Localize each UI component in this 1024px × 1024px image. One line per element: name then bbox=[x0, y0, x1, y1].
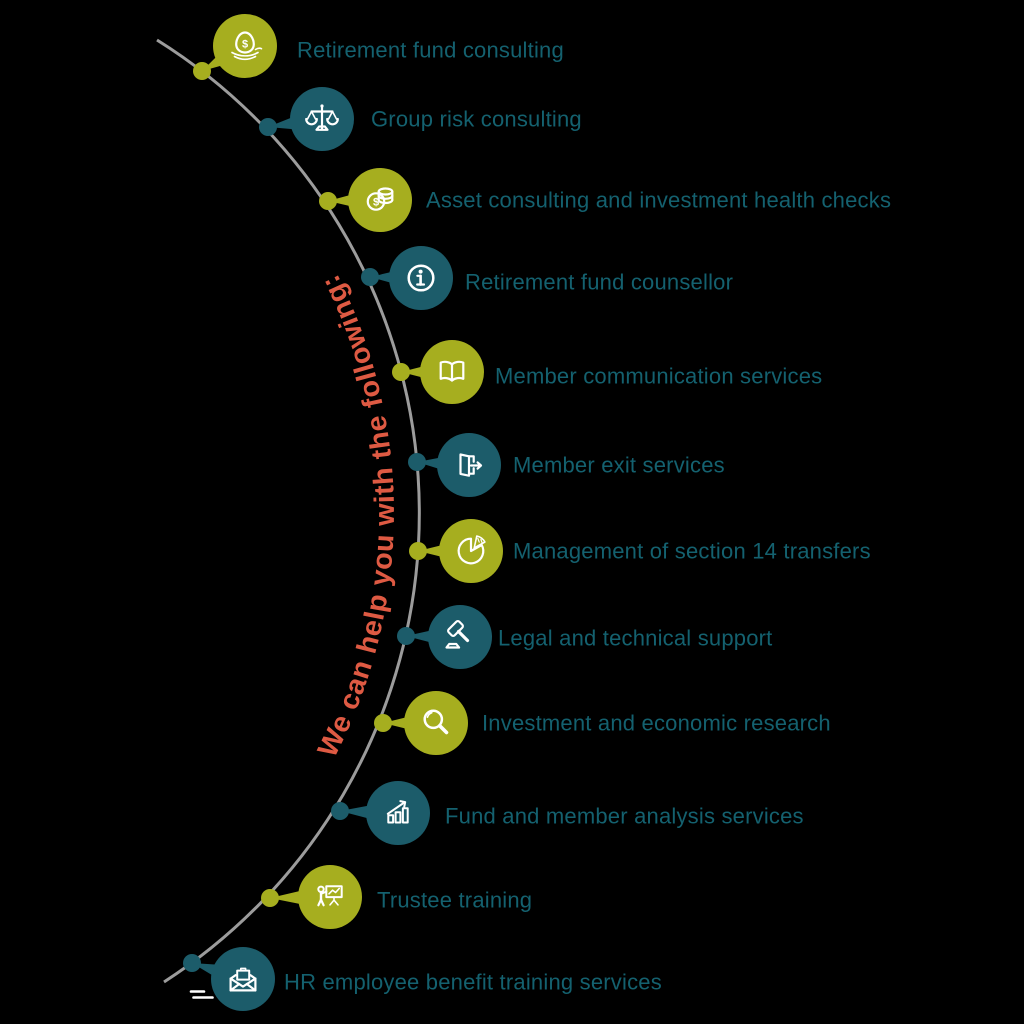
service-label: Management of section 14 transfers bbox=[513, 539, 871, 564]
arc-dot bbox=[319, 192, 337, 210]
envelope-briefcase-icon bbox=[229, 967, 257, 992]
curved-heading: We can help you with the following: bbox=[311, 270, 399, 762]
coins-icon: $ bbox=[366, 187, 394, 211]
arc-dot bbox=[408, 453, 426, 471]
info-icon bbox=[407, 264, 435, 292]
arc-dot bbox=[259, 118, 277, 136]
service-item-12: HR employee benefit training services bbox=[183, 947, 662, 1011]
service-label: Retirement fund consulting bbox=[297, 38, 564, 63]
pie-chart-icon bbox=[457, 535, 486, 565]
service-item-4: Retirement fund counsellor bbox=[361, 246, 733, 310]
magnifier-icon bbox=[423, 709, 449, 735]
service-item-2: Group risk consulting bbox=[259, 87, 582, 151]
arc-dot bbox=[392, 363, 410, 381]
arc-dot bbox=[361, 268, 379, 286]
service-label: Member communication services bbox=[495, 364, 822, 389]
service-bubble bbox=[428, 605, 492, 669]
curved-heading-text: We can help you with the following: bbox=[311, 270, 399, 762]
service-label: HR employee benefit training services bbox=[284, 970, 662, 995]
service-label: Trustee training bbox=[377, 888, 532, 913]
arc-dot bbox=[261, 889, 279, 907]
service-bubble bbox=[213, 14, 277, 78]
service-item-10: Fund and member analysis services bbox=[331, 781, 804, 845]
service-item-8: Legal and technical support bbox=[397, 605, 772, 669]
service-item-6: Member exit services bbox=[408, 433, 725, 497]
gavel-icon bbox=[445, 620, 470, 649]
service-item-3: $ Asset consulting and investment health… bbox=[319, 168, 891, 232]
nest-egg-icon: $ bbox=[231, 31, 263, 61]
service-label: Investment and economic research bbox=[482, 711, 831, 736]
arc-dot bbox=[183, 954, 201, 972]
exit-door-icon bbox=[459, 453, 483, 477]
service-label: Group risk consulting bbox=[371, 107, 582, 132]
arc-dot bbox=[193, 62, 211, 80]
equals-mark bbox=[189, 990, 214, 999]
arc-dot bbox=[409, 542, 427, 560]
service-item-5: Member communication services bbox=[392, 340, 822, 404]
arc-dot bbox=[331, 802, 349, 820]
bar-chart-arrow-icon bbox=[386, 800, 409, 824]
service-label: Asset consulting and investment health c… bbox=[426, 188, 891, 213]
scales-icon bbox=[305, 104, 339, 131]
arc-dot bbox=[397, 627, 415, 645]
arc-dot bbox=[374, 714, 392, 732]
service-label: Legal and technical support bbox=[498, 626, 772, 651]
service-item-7: Management of section 14 transfers bbox=[409, 519, 871, 583]
service-label: Member exit services bbox=[513, 453, 725, 478]
service-item-11: Trustee training bbox=[261, 865, 532, 929]
service-bubble bbox=[348, 168, 412, 232]
presenter-board-icon bbox=[317, 885, 343, 907]
svg-text:$: $ bbox=[242, 39, 248, 51]
service-item-9: Investment and economic research bbox=[374, 691, 831, 755]
service-bubble bbox=[404, 691, 468, 755]
service-label: Fund and member analysis services bbox=[445, 804, 804, 829]
service-item-1: $ Retirement fund consulting bbox=[193, 14, 564, 80]
svg-text:$: $ bbox=[373, 197, 379, 209]
service-label: Retirement fund counsellor bbox=[465, 270, 733, 295]
open-book-icon bbox=[439, 360, 465, 382]
arc-line bbox=[156, 38, 421, 984]
